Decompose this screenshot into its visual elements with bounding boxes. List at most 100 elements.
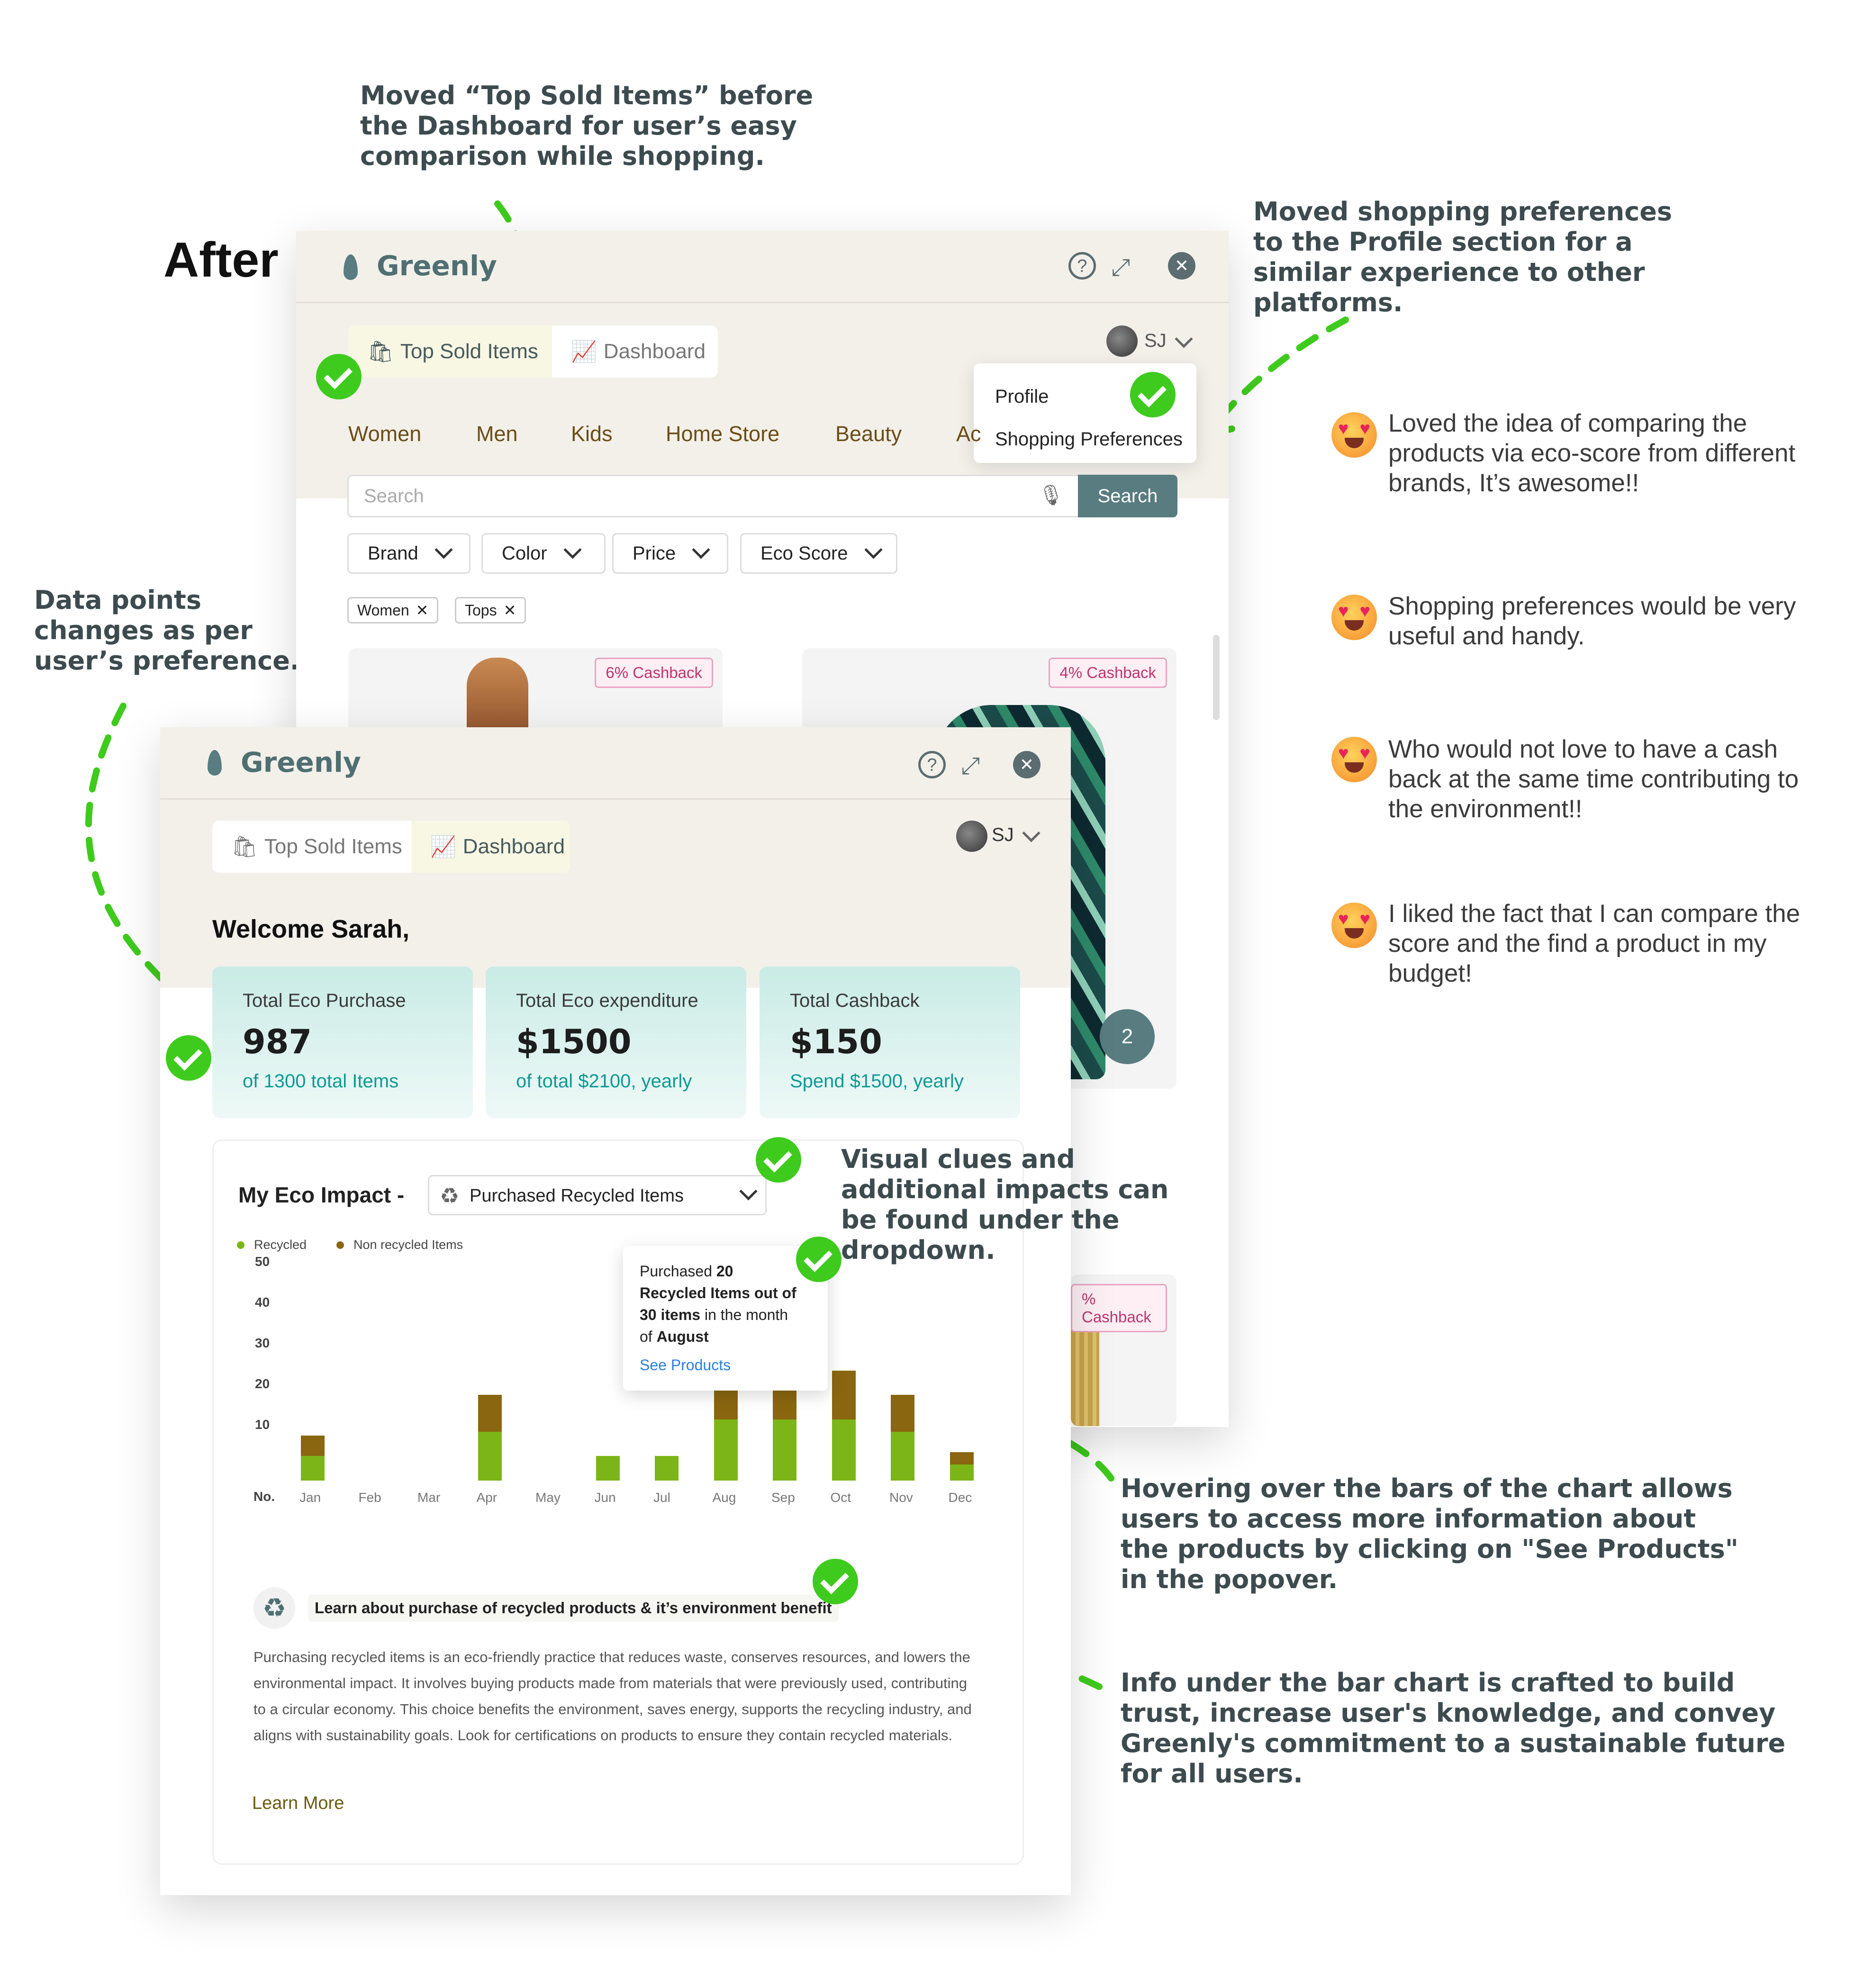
leaf-icon <box>344 254 358 280</box>
close-icon[interactable]: ✕ <box>1013 751 1041 778</box>
x-tick-label: Apr <box>476 1490 498 1505</box>
filter-price[interactable]: Price <box>612 533 728 574</box>
annotation-shopping-prefs: Moved shopping preferences to the Profil… <box>1253 197 1673 317</box>
category-beauty[interactable]: Beauty <box>835 422 902 446</box>
see-products-link[interactable]: See Products <box>640 1356 731 1374</box>
bar-jul-recycled[interactable] <box>655 1456 679 1481</box>
tab-label: Dashboard <box>603 340 706 363</box>
after-label: After <box>163 233 279 288</box>
x-tick-label: May <box>535 1490 561 1505</box>
close-icon[interactable]: ✕ <box>503 602 516 619</box>
close-icon[interactable]: ✕ <box>1168 252 1195 280</box>
tab-bar: 🛍Top Sold Items 📈 Dashboard <box>348 325 718 378</box>
x-tick-label: Feb <box>358 1490 381 1505</box>
filter-eco-score[interactable]: Eco Score <box>740 533 897 574</box>
tab-top-sold-items[interactable]: 🛍Top Sold Items <box>348 325 552 378</box>
bar-nov-non-recycled[interactable] <box>891 1395 914 1432</box>
chevron-down-icon <box>692 540 710 559</box>
tag-label: Women <box>357 601 409 619</box>
stat-sub: of total $2100, yearly <box>516 1071 692 1092</box>
tab-bar: 🛍 Top Sold Items 📈Dashboard <box>212 821 570 873</box>
x-tick-label: Oct <box>830 1490 851 1505</box>
profile-menu: Profile Shopping Preferences <box>974 363 1196 463</box>
bag-icon: 🛍 <box>367 340 394 363</box>
menu-item-profile[interactable]: Profile <box>995 386 1049 407</box>
bar-sep-recycled[interactable] <box>773 1419 796 1481</box>
learn-more-link[interactable]: Learn More <box>252 1793 344 1813</box>
tab-label: Top Sold Items <box>264 835 402 858</box>
check-icon <box>756 1137 801 1183</box>
avatar[interactable] <box>1106 325 1138 357</box>
filter-brand[interactable]: Brand <box>347 533 471 574</box>
eco-impact-card <box>212 1139 1024 1865</box>
bar-jun-recycled[interactable] <box>596 1456 620 1481</box>
brand-logo: Greenly <box>377 250 497 282</box>
search-button[interactable]: Search <box>1078 475 1177 517</box>
bar-jan-recycled[interactable] <box>301 1456 325 1481</box>
chart-popover: Purchased 20 Recycled Items out of 30 it… <box>623 1246 828 1391</box>
bar-apr-non-recycled[interactable] <box>478 1395 502 1432</box>
scrollbar[interactable] <box>1213 635 1220 720</box>
chart-icon: 📈 <box>571 340 597 363</box>
legend-recycled: Recycled <box>237 1238 307 1252</box>
bar-apr-recycled[interactable] <box>478 1431 502 1481</box>
expand-icon[interactable]: ⤢ <box>1111 254 1130 280</box>
tab-dashboard[interactable]: 📈Dashboard <box>411 821 570 873</box>
category-home-store[interactable]: Home Store <box>666 422 780 446</box>
tag-label: Tops <box>465 601 497 619</box>
check-icon <box>796 1237 842 1282</box>
stat-sub: of 1300 total Items <box>243 1071 399 1092</box>
bar-dec-recycled[interactable] <box>950 1464 974 1481</box>
stat-sub: Spend $1500, yearly <box>790 1071 964 1092</box>
y-tick-label: 40 <box>255 1295 270 1310</box>
product-card[interactable]: % Cashback <box>1071 1274 1176 1426</box>
category-accessories[interactable]: Ac <box>956 422 981 446</box>
bar-nov-recycled[interactable] <box>891 1431 914 1481</box>
microphone-icon[interactable]: 🎙 <box>1038 484 1064 506</box>
filter-label: Color <box>502 542 547 564</box>
impact-dropdown[interactable]: ♻ Purchased Recycled Items <box>428 1175 767 1215</box>
menu-item-shopping-preferences[interactable]: Shopping Preferences <box>995 429 1183 450</box>
chevron-down-icon <box>739 1182 758 1201</box>
tag-tops[interactable]: Tops ✕ <box>455 597 526 624</box>
help-icon[interactable]: ? <box>1068 252 1096 280</box>
bar-oct-recycled[interactable] <box>832 1419 856 1481</box>
annotation-info: Info under the bar chart is crafted to b… <box>1121 1668 1786 1789</box>
category-kids[interactable]: Kids <box>571 422 613 446</box>
filter-color[interactable]: Color <box>481 533 606 574</box>
bar-oct-non-recycled[interactable] <box>832 1370 856 1419</box>
y-tick-label: 20 <box>255 1376 270 1391</box>
x-tick-label: Jul <box>653 1490 670 1505</box>
bar-aug-recycled[interactable] <box>714 1419 738 1481</box>
annotation-data-points: Data points changes as per user’s prefer… <box>34 585 300 676</box>
bar-dec-non-recycled[interactable] <box>950 1452 974 1464</box>
annotation-top-sold: Moved “Top Sold Items” before the Dashbo… <box>360 81 814 171</box>
brand-logo: Greenly <box>241 746 361 778</box>
filter-label: Brand <box>368 542 418 564</box>
heart-eyes-emoji-icon <box>1331 595 1377 640</box>
x-tick-label: Jun <box>594 1490 616 1505</box>
category-men[interactable]: Men <box>476 422 518 446</box>
legend-label: Recycled <box>254 1238 307 1252</box>
close-icon[interactable]: ✕ <box>416 602 429 619</box>
avatar[interactable] <box>956 821 987 852</box>
search-input[interactable]: Search 🎙 <box>347 475 1079 517</box>
tab-top-sold-items[interactable]: 🛍 Top Sold Items <box>212 821 411 873</box>
bag-icon: 🛍 <box>231 835 258 858</box>
category-women[interactable]: Women <box>348 422 422 446</box>
tag-women[interactable]: Women ✕ <box>347 597 439 624</box>
expand-icon[interactable]: ⤢ <box>961 752 980 779</box>
annotation-hovering: Hovering over the bars of the chart allo… <box>1121 1473 1738 1594</box>
x-tick-label: Nov <box>889 1490 913 1505</box>
heart-eyes-emoji-icon <box>1331 903 1377 948</box>
popover-text: of August <box>640 1328 709 1345</box>
tab-dashboard[interactable]: 📈 Dashboard <box>552 325 718 378</box>
popover-text: Purchased 20 <box>640 1263 733 1280</box>
stat-value: $1500 <box>516 1022 632 1061</box>
bar-jan-non-recycled[interactable] <box>301 1436 325 1456</box>
recycle-icon: ♻ <box>440 1184 460 1208</box>
chevron-down-icon <box>864 540 883 559</box>
help-icon[interactable]: ? <box>918 751 946 778</box>
page-badge[interactable]: 2 <box>1100 1009 1155 1064</box>
cashback-badge: 6% Cashback <box>595 658 713 688</box>
